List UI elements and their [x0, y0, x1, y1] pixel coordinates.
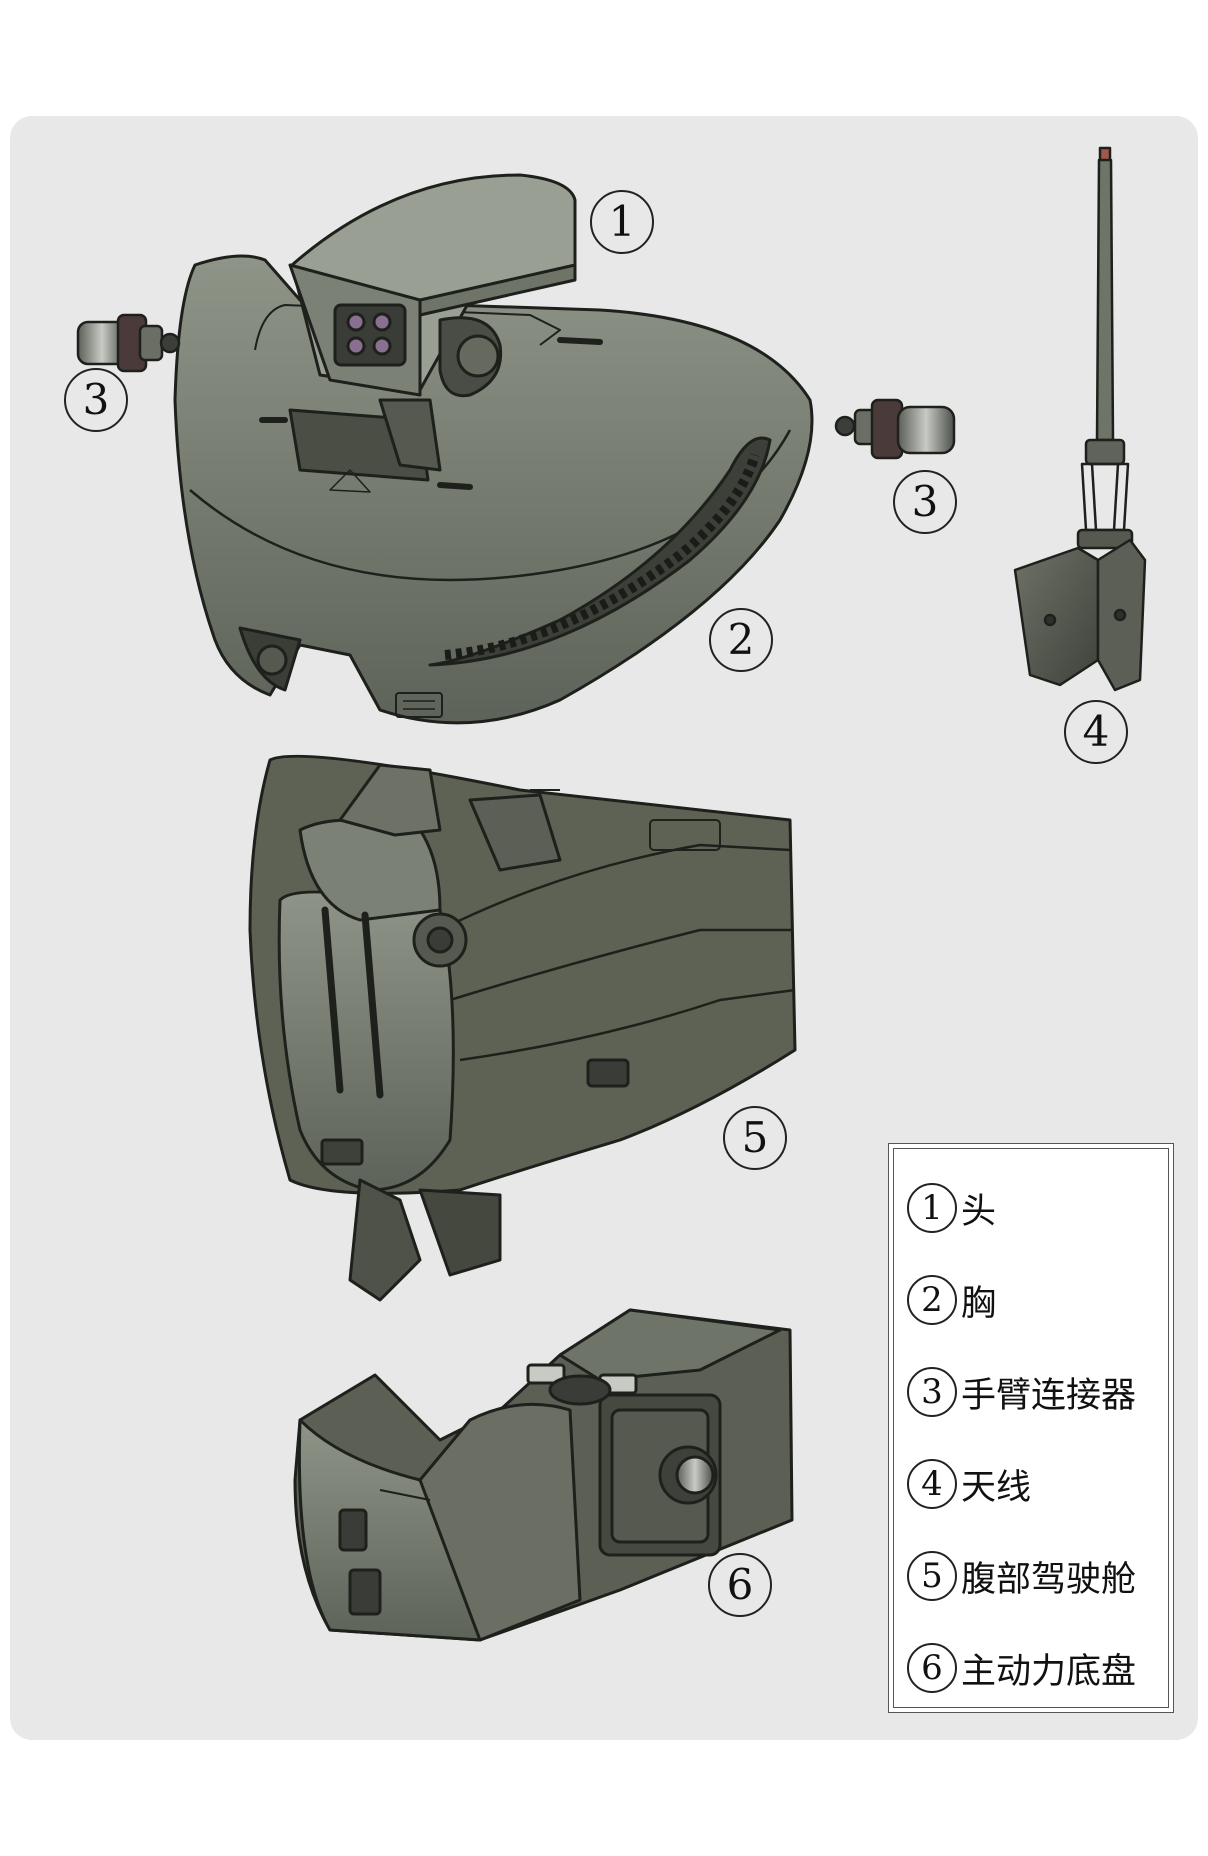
legend-item-main-power-chassis: 6 主动力底盘 [907, 1638, 1136, 1698]
abdomen-cockpit-part [248, 754, 797, 1302]
legend-item-abdomen-cockpit: 5 腹部驾驶舱 [907, 1546, 1136, 1606]
legend-item-chest: 2 胸 [907, 1270, 996, 1330]
legend-number: 5 [907, 1551, 957, 1601]
legend-item-antenna: 4 天线 [907, 1454, 1031, 1514]
legend-label: 手臂连接器 [961, 1375, 1137, 1416]
legend-label: 头 [961, 1191, 997, 1232]
legend-number: 3 [907, 1367, 957, 1417]
legend-number: 1 [907, 1183, 957, 1233]
legend-label: 主动力底盘 [961, 1651, 1137, 1692]
callout-2: 2 [709, 608, 773, 672]
arm-connector-right [834, 398, 956, 460]
arm-connector-left [76, 313, 181, 373]
legend-number: 6 [907, 1643, 957, 1693]
callout-1: 1 [590, 190, 654, 254]
legend-label: 腹部驾驶舱 [961, 1559, 1137, 1600]
callout-3-left: 3 [64, 368, 128, 432]
legend-item-arm-connector: 3 手臂连接器 [907, 1362, 1136, 1422]
callout-4: 4 [1064, 700, 1128, 764]
legend-number: 2 [907, 1275, 957, 1325]
callout-5: 5 [723, 1106, 787, 1170]
callout-6: 6 [708, 1553, 772, 1617]
head-part [288, 173, 577, 472]
callout-3-right: 3 [893, 470, 957, 534]
legend-label: 天线 [961, 1467, 1032, 1508]
legend-item-head: 1 头 [907, 1178, 996, 1238]
main-power-chassis-part [293, 1308, 794, 1642]
antenna-part [1013, 146, 1147, 692]
parts-legend: 1 头 2 胸 3 手臂连接器 4 天线 5 腹部驾驶舱 6 主动力底盘 [888, 1143, 1174, 1713]
legend-number: 4 [907, 1459, 957, 1509]
legend-inner-border [893, 1148, 1169, 1708]
legend-label: 胸 [961, 1283, 997, 1324]
